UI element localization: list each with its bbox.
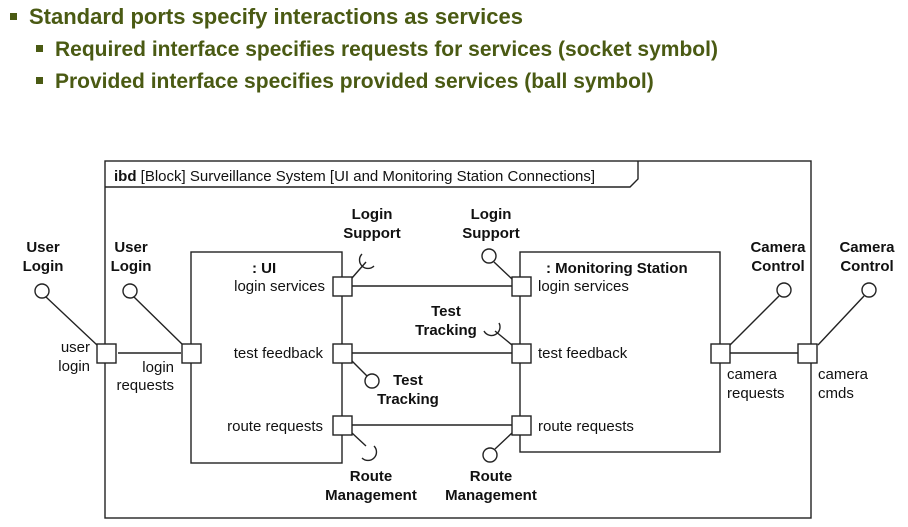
user-login-outer-label-2: Login (23, 258, 64, 275)
route-mgmt-req-label-1: Route (350, 468, 393, 485)
camera-control-inner-stick (729, 295, 780, 346)
monitoring-station-name: : Monitoring Station (546, 260, 688, 277)
label-camera-requests-1: camera (727, 366, 778, 383)
port-ms-login-services (511, 276, 532, 297)
login-support-socket-icon (358, 253, 375, 270)
label-login-requests-1: login (142, 359, 174, 376)
route-mgmt-prov-stick (494, 432, 513, 450)
label-ui-login-services: login services (234, 278, 325, 295)
route-mgmt-socket-icon (361, 445, 378, 462)
camera-control-inner-label-1: Camera (750, 239, 806, 256)
frame-keyword: ibd (114, 168, 137, 185)
frame-tab (105, 161, 639, 188)
port-ms-test-feedback (511, 343, 532, 364)
camera-control-inner-ball-icon (776, 282, 792, 298)
label-camera-requests-2: requests (727, 385, 785, 402)
bullet-provided-text: Provided interface specifies provided se… (55, 70, 654, 93)
camera-control-inner-label-2: Control (751, 258, 804, 275)
port-ms-route-requests (511, 415, 532, 436)
label-ui-test-feedback: test feedback (234, 345, 324, 362)
test-tracking-prov-label-2: Tracking (377, 391, 439, 408)
port-user-login (96, 343, 117, 364)
camera-control-outer-stick (817, 295, 865, 346)
ibd-frame (104, 160, 812, 519)
login-support-prov-stick (493, 261, 513, 280)
camera-control-outer-label-2: Control (840, 258, 893, 275)
label-ms-route-requests: route requests (538, 418, 634, 435)
label-user-login-1: user (61, 339, 90, 356)
label-ms-test-feedback: test feedback (538, 345, 628, 362)
camera-control-outer-ball-icon (861, 282, 877, 298)
user-login-inner-stick (133, 296, 184, 346)
label-ms-login-services: login services (538, 278, 629, 295)
bullet-required-text: Required interface specifies requests fo… (55, 38, 718, 61)
route-mgmt-prov-label-1: Route (470, 468, 513, 485)
label-camera-cmds-1: camera (818, 366, 869, 383)
route-mgmt-prov-label-2: Management (445, 487, 537, 504)
test-tracking-socket-icon (483, 322, 501, 337)
route-mgmt-ball-icon (482, 447, 498, 463)
ui-block-name: : UI (252, 260, 276, 277)
user-login-outer-label-1: User (26, 239, 60, 256)
bullet-main: Standard ports specify interactions as s… (10, 4, 523, 30)
frame-title: [Block] Surveillance System [UI and Moni… (137, 168, 596, 185)
user-login-outer-ball-icon (34, 283, 50, 299)
test-tracking-prov-label-1: Test (393, 372, 423, 389)
login-support-prov-label-1: Login (471, 206, 512, 223)
label-login-requests-2: requests (116, 377, 174, 394)
login-support-ball-icon (481, 248, 497, 264)
test-tracking-req-label-2: Tracking (415, 322, 477, 339)
square-bullet-icon (36, 76, 43, 84)
square-bullet-icon (10, 12, 17, 20)
port-ui-route-requests (332, 415, 353, 436)
square-bullet-icon (36, 44, 43, 52)
login-support-prov-label-2: Support (462, 225, 520, 242)
bullet-main-text: Standard ports specify interactions as s… (29, 4, 523, 29)
camera-control-outer-label-1: Camera (839, 239, 895, 256)
user-login-inner-label-2: Login (111, 258, 152, 275)
route-mgmt-req-label-2: Management (325, 487, 417, 504)
bullet-required: Required interface specifies requests fo… (36, 38, 718, 62)
user-login-outer-stick (45, 296, 98, 346)
port-ui-test-feedback (332, 343, 353, 364)
frame-heading: ibd [Block] Surveillance System [UI and … (114, 168, 595, 185)
login-support-req-stick (351, 261, 367, 279)
port-camera-requests (710, 343, 731, 364)
label-camera-cmds-2: cmds (818, 385, 854, 402)
test-tracking-ball-icon (364, 373, 380, 389)
login-support-req-label-1: Login (352, 206, 393, 223)
port-ui-login-services (332, 276, 353, 297)
label-user-login-2: login (58, 358, 90, 375)
test-tracking-prov-stick (351, 360, 368, 377)
user-login-inner-label-1: User (114, 239, 148, 256)
port-camera-cmds (797, 343, 818, 364)
bullet-provided: Provided interface specifies provided se… (36, 70, 654, 94)
route-mgmt-req-stick (351, 432, 367, 447)
port-login-requests (181, 343, 202, 364)
user-login-inner-ball-icon (122, 283, 138, 299)
login-support-req-label-2: Support (343, 225, 401, 242)
test-tracking-req-label-1: Test (431, 303, 461, 320)
label-ui-route-requests: route requests (227, 418, 323, 435)
